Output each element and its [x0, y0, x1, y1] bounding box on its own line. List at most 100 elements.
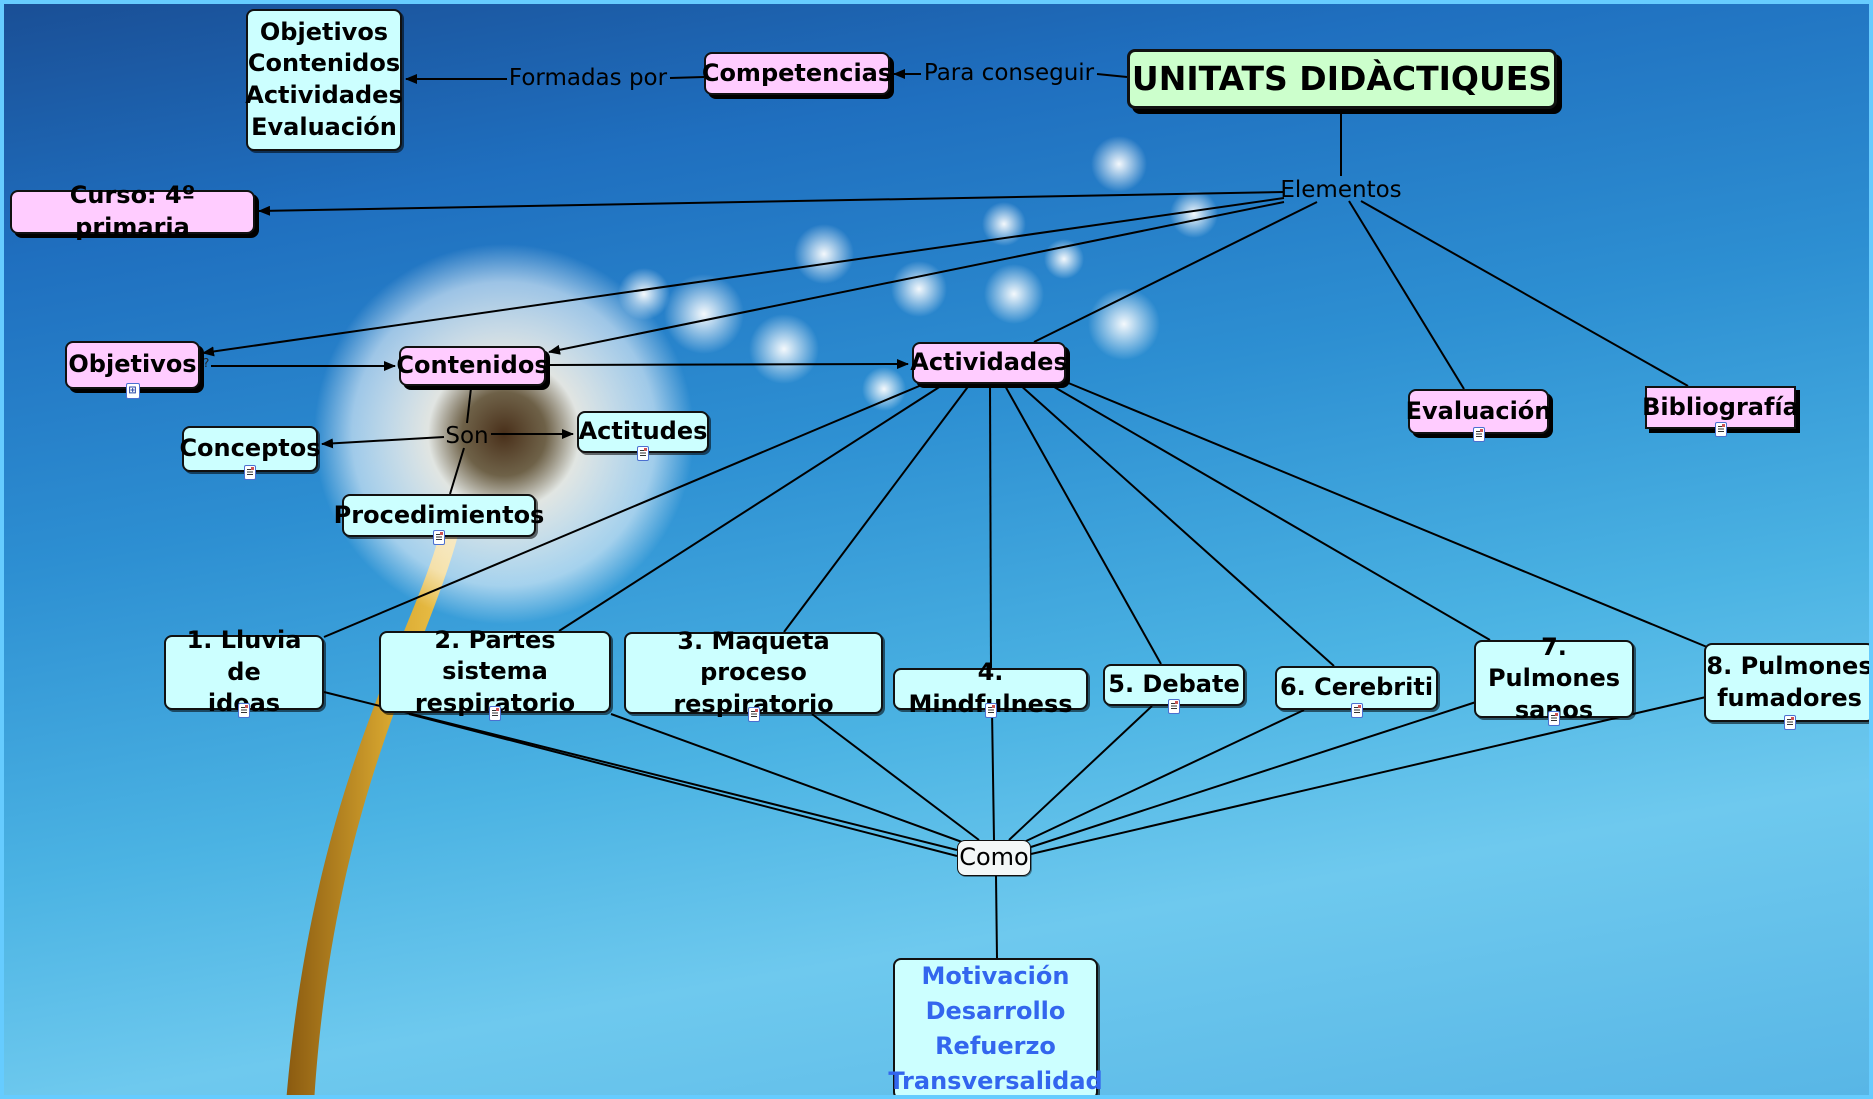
concept-objetivos-label: Objetivos [68, 350, 197, 379]
concept-actividades-label: Actividades [910, 348, 1068, 377]
concept-curso-label: Curso: 4º primaria [69, 181, 196, 241]
activity-1-lluvia-de-ideas[interactable]: 1. Lluvia de ideas [164, 626, 324, 718]
link-2-como [408, 713, 958, 857]
root-concept-unitats-didactiques[interactable]: UNITATS DIDÀCTIQUES [1127, 49, 1557, 109]
activity-label-line: 3. Maqueta proceso [677, 626, 830, 687]
dandelion-stem [286, 514, 462, 1095]
concept-contenidos-label: Contenidos [396, 351, 549, 380]
phase-item: Motivación [921, 962, 1070, 991]
phase-item: Transversalidad [888, 1066, 1103, 1095]
link-4-como [991, 709, 995, 841]
link-elementos-curso [258, 191, 1285, 216]
activity-label-line: 7. Pulmones [1487, 632, 1621, 693]
link-act-5 [1003, 383, 1162, 665]
activity-5-debate[interactable]: 5. Debate [1103, 664, 1245, 714]
link-contenidos-son [466, 387, 472, 424]
activity-6-cerebriti[interactable]: 6. Cerebriti [1275, 666, 1438, 718]
concept-actitudes[interactable]: Actitudes [577, 411, 709, 461]
document-resource-icon[interactable] [244, 465, 256, 480]
link-elementos-actividades [1033, 201, 1318, 343]
link-label-para-conseguir[interactable]: Para conseguir [923, 60, 1095, 86]
components-item: Evaluación [251, 112, 397, 141]
components-item: Actividades [245, 81, 403, 109]
link-3-como [610, 713, 963, 843]
document-resource-icon[interactable] [1548, 711, 1560, 726]
activity-4-mindfulness[interactable]: 4. Mindfulness [893, 658, 1088, 718]
concept-map-icon[interactable]: ⊞ [125, 383, 140, 399]
link-contenidos-actividades [549, 359, 909, 370]
activity-label-line: 8. Pulmones [1706, 651, 1873, 680]
concept-links [202, 69, 1708, 959]
concept-curso[interactable]: Curso: 4º primaria [10, 181, 255, 241]
activity-label-line: 5. Debate [1108, 670, 1240, 699]
link-act-6 [1018, 383, 1335, 667]
document-resource-icon[interactable] [1350, 703, 1363, 718]
link-label-formadas-por[interactable]: Formadas por [508, 65, 668, 91]
link-act-3 [783, 383, 971, 633]
document-resource-icon[interactable] [1168, 699, 1180, 714]
phase-item: Refuerzo [935, 1032, 1056, 1060]
document-resource-icon[interactable] [1472, 427, 1485, 442]
document-resource-icon[interactable] [238, 703, 250, 718]
link-elementos-evaluacion [1348, 200, 1465, 390]
concept-components-list[interactable]: Objetivos Contenidos Actividades Evaluac… [245, 9, 403, 151]
concept-evaluacion[interactable]: Evaluación [1406, 389, 1551, 442]
concept-competencias-label: Competencias [701, 58, 893, 87]
link-act-8 [1065, 381, 1708, 648]
link-act-1 [323, 383, 925, 638]
link-son-procedimientos [449, 447, 465, 495]
link-como-phases [995, 875, 998, 959]
activity-8-pulmones-fumadores[interactable]: 8. Pulmones fumadores [1704, 643, 1873, 730]
concept-procedimientos-label: Procedimientos [333, 500, 545, 529]
link-elementos-bibliografia [1360, 200, 1689, 387]
document-resource-icon[interactable] [433, 530, 445, 545]
concept-conceptos-label: Conceptos [179, 434, 321, 463]
link-act-2 [558, 383, 945, 632]
activity-2-partes-sistema-respiratorio[interactable]: 2. Partes sistema respiratorio [379, 626, 611, 721]
question-mark: ? [203, 356, 210, 370]
concept-phases-list[interactable]: Motivación Desarrollo Refuerzo Transvers… [888, 958, 1103, 1095]
concept-objetivos[interactable]: Objetivos ⊞ [65, 341, 200, 399]
link-label-son[interactable]: Son [445, 423, 489, 449]
link-competencias-formadas [669, 76, 705, 79]
root-concept-label: UNITATS DIDÀCTIQUES [1131, 59, 1553, 99]
link-act-7 [1048, 383, 1491, 641]
concept-procedimientos[interactable]: Procedimientos [334, 494, 544, 545]
document-resource-icon[interactable] [747, 707, 760, 722]
link-8-como [1030, 696, 1707, 855]
concept-competencias[interactable]: Competencias [701, 52, 893, 95]
link-root-para [1096, 73, 1128, 78]
link-elementos-objetivos [202, 197, 1285, 357]
link-act-4 [989, 383, 992, 669]
activity-label-line: fumadores [1717, 683, 1862, 712]
components-item: Objetivos [259, 17, 389, 46]
document-resource-icon[interactable] [1783, 715, 1796, 730]
link-elementos-contenidos [548, 201, 1285, 355]
concept-contenidos[interactable]: Contenidos [396, 346, 549, 386]
activity-label-line: 1. Lluvia de [186, 626, 302, 686]
document-resource-icon[interactable] [984, 703, 997, 718]
concept-como-label: Como [959, 843, 1029, 872]
link-7-como [1030, 701, 1477, 848]
concept-actitudes-label: Actitudes [578, 417, 708, 446]
link-label-elementos[interactable]: Elementos [1280, 177, 1402, 203]
link-5-como [1008, 705, 1153, 841]
concept-conceptos[interactable]: Conceptos [179, 426, 321, 480]
concept-bibliografia-label: Bibliografía [1642, 392, 1799, 421]
concept-como[interactable]: Como [957, 840, 1031, 876]
activity-label-line: 6. Cerebriti [1279, 673, 1434, 702]
components-item: Contenidos [247, 49, 401, 78]
concept-bibliografia[interactable]: Bibliografía [1642, 386, 1799, 437]
document-resource-icon[interactable] [637, 446, 649, 461]
activity-label-line: 2. Partes sistema [434, 625, 556, 686]
concept-actividades[interactable]: Actividades [910, 342, 1068, 384]
activity-7-pulmones-sanos[interactable]: 7. Pulmones sanos [1474, 633, 1634, 726]
link-son-conceptos [321, 436, 445, 449]
document-resource-icon[interactable] [1714, 422, 1727, 437]
phase-item: Desarrollo [925, 997, 1066, 1026]
link-3b-como [811, 713, 980, 841]
activity-3-maqueta-proceso-respiratorio[interactable]: 3. Maqueta proceso respiratorio [624, 627, 883, 722]
document-resource-icon[interactable] [489, 706, 501, 721]
link-6-como [1023, 709, 1305, 843]
